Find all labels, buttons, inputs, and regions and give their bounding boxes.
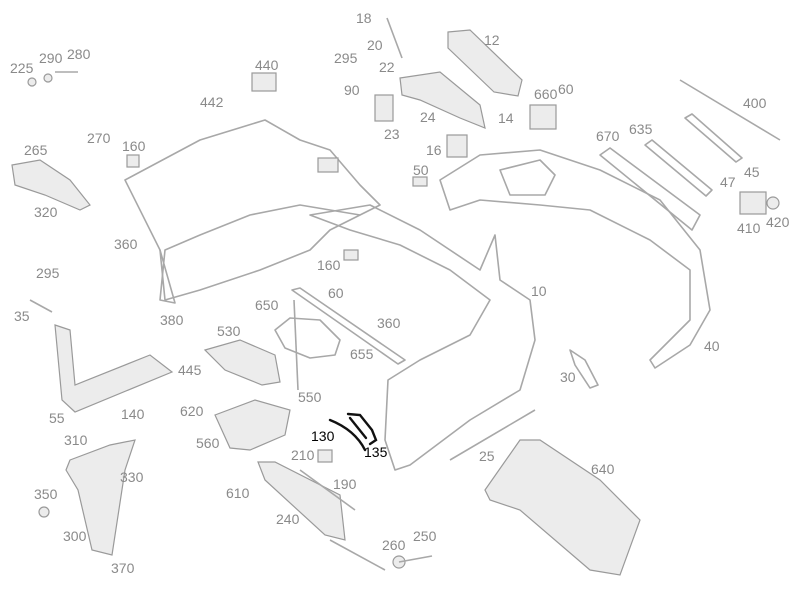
bracket-55 (54, 324, 174, 413)
part-label-400[interactable]: 400 (743, 95, 767, 111)
part-label-140[interactable]: 140 (121, 406, 145, 422)
part-label-440[interactable]: 440 (255, 57, 279, 73)
part-label-530[interactable]: 530 (217, 323, 241, 339)
part-label-47[interactable]: 47 (720, 174, 736, 190)
part-label-635[interactable]: 635 (629, 121, 653, 137)
part-label-445[interactable]: 445 (178, 362, 202, 378)
part-label-130[interactable]: 130 (311, 428, 335, 444)
part-label-60b[interactable]: 60 (328, 285, 344, 301)
strip-25 (449, 409, 536, 461)
part-label-360[interactable]: 360 (114, 236, 138, 252)
frame-650 (274, 317, 341, 359)
part-label-250[interactable]: 250 (413, 528, 437, 544)
part-label-12[interactable]: 12 (484, 32, 500, 48)
part-label-655[interactable]: 655 (350, 346, 374, 362)
part-label-210[interactable]: 210 (291, 447, 315, 463)
part-label-370[interactable]: 370 (111, 560, 135, 576)
sensor-harness-400 (679, 79, 781, 141)
part-label-640[interactable]: 640 (591, 461, 615, 477)
bracket-240 (257, 461, 346, 541)
strip-670 (599, 147, 701, 231)
part-label-350[interactable]: 350 (34, 486, 58, 502)
part-label-380[interactable]: 380 (160, 312, 184, 328)
part-label-225[interactable]: 225 (10, 60, 34, 76)
duct-530 (203, 339, 281, 386)
panel-320 (11, 159, 91, 211)
strip-635 (644, 139, 713, 197)
part-label-10[interactable]: 10 (531, 283, 547, 299)
part-label-24[interactable]: 24 (420, 109, 436, 125)
part-label-20[interactable]: 20 (367, 37, 383, 53)
rod-190 (299, 469, 356, 511)
part-label-90[interactable]: 90 (344, 82, 360, 98)
grille-12 (447, 29, 523, 97)
part-label-550[interactable]: 550 (298, 389, 322, 405)
duct-560 (214, 399, 291, 451)
part-label-650[interactable]: 650 (255, 297, 279, 313)
bracket-300 (65, 439, 136, 556)
strip-30 (569, 349, 599, 389)
part-label-660[interactable]: 660 (534, 86, 558, 102)
part-label-560[interactable]: 560 (196, 435, 220, 451)
part-label-18[interactable]: 18 (356, 10, 372, 26)
part-label-295b[interactable]: 295 (36, 265, 60, 281)
part-label-240[interactable]: 240 (276, 511, 300, 527)
part-label-310[interactable]: 310 (64, 432, 88, 448)
part-label-135[interactable]: 135 (364, 444, 388, 460)
bracket-640 (484, 439, 641, 576)
part-label-25[interactable]: 25 (479, 448, 495, 464)
part-label-280[interactable]: 280 (67, 46, 91, 62)
part-label-670[interactable]: 670 (596, 128, 620, 144)
part-label-35[interactable]: 35 (14, 308, 30, 324)
part-label-30[interactable]: 30 (560, 369, 576, 385)
part-label-270[interactable]: 270 (87, 130, 111, 146)
part-label-60[interactable]: 60 (558, 81, 574, 97)
strip-655 (291, 287, 406, 365)
part-label-442[interactable]: 442 (200, 94, 224, 110)
part-label-320[interactable]: 320 (34, 204, 58, 220)
part-label-330[interactable]: 330 (120, 469, 144, 485)
bumper-right (439, 149, 711, 369)
part-label-420[interactable]: 420 (766, 214, 790, 230)
part-label-160b[interactable]: 160 (317, 257, 341, 273)
part-label-620[interactable]: 620 (180, 403, 204, 419)
part-label-16[interactable]: 16 (426, 142, 442, 158)
part-label-265[interactable]: 265 (24, 142, 48, 158)
part-label-610[interactable]: 610 (226, 485, 250, 501)
part-label-23[interactable]: 23 (384, 126, 400, 142)
part-label-295[interactable]: 295 (334, 50, 358, 66)
part-label-260[interactable]: 260 (382, 537, 406, 553)
strip-45 (684, 113, 743, 163)
part-label-45[interactable]: 45 (744, 164, 760, 180)
part-label-40[interactable]: 40 (704, 338, 720, 354)
bumper-main (309, 204, 536, 471)
part-130-shape (328, 418, 367, 452)
part-label-14[interactable]: 14 (498, 110, 514, 126)
part-label-50[interactable]: 50 (413, 162, 429, 178)
part-label-160[interactable]: 160 (122, 138, 146, 154)
part-label-290[interactable]: 290 (39, 50, 63, 66)
part-135-shape (346, 412, 378, 446)
part-label-22[interactable]: 22 (379, 59, 395, 75)
part-label-410[interactable]: 410 (737, 220, 761, 236)
part-label-55[interactable]: 55 (49, 410, 65, 426)
bracket-24 (399, 71, 486, 129)
part-label-300[interactable]: 300 (63, 528, 87, 544)
part-label-190[interactable]: 190 (333, 476, 357, 492)
part-label-360b[interactable]: 360 (377, 315, 401, 331)
bumper-cover-upper (124, 119, 381, 304)
